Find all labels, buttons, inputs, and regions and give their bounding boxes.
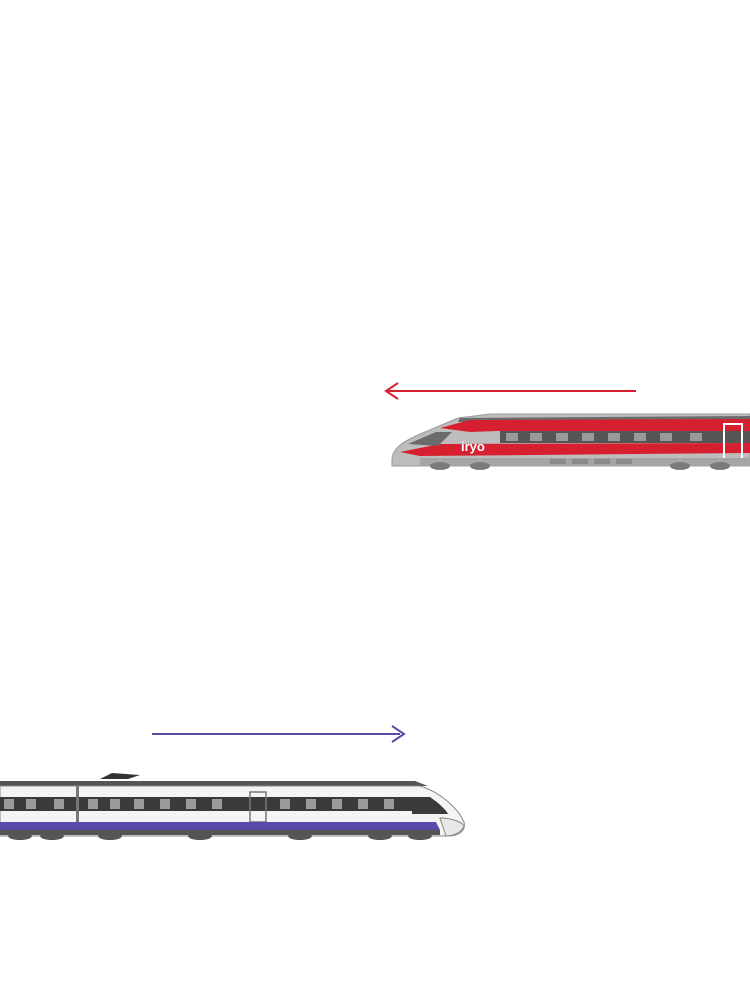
arrow-left-icon	[384, 382, 636, 400]
train-white-pantograph	[100, 773, 140, 779]
train-red-bogies	[430, 462, 730, 470]
train-white-bogies	[0, 830, 440, 840]
arrow-right-icon	[152, 725, 406, 743]
train-red-windows	[506, 433, 702, 441]
train-white-windows	[4, 799, 394, 809]
train-red-iryo: iryo	[391, 413, 750, 470]
train-white-purple	[0, 773, 465, 840]
train-white-stripe	[0, 822, 440, 830]
train-red-band	[440, 419, 750, 432]
train-red-logo: iryo	[461, 439, 485, 454]
